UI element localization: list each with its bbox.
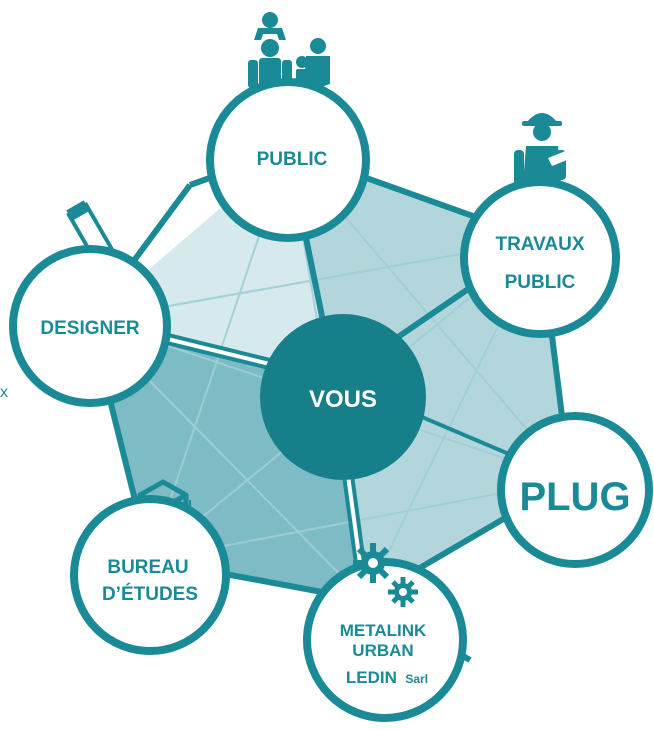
travaux-node: TRAVAUX PUBLIC <box>460 113 620 338</box>
metalink-label-line1: METALINK <box>340 621 427 640</box>
public-label: PUBLIC <box>257 149 328 170</box>
metalink-label-sarl: Sarl <box>405 672 428 686</box>
bureau-label-line1: BUREAU <box>107 557 188 578</box>
center-label: VOUS <box>309 386 377 413</box>
stray-character: x <box>0 384 8 401</box>
public-node: PUBLIC <box>206 12 370 242</box>
metalink-label-line2: URBAN <box>352 641 413 660</box>
designer-label: DESIGNER <box>40 318 140 339</box>
plug-node: PLUG <box>497 412 653 568</box>
travaux-label-line2: PUBLIC <box>505 272 576 293</box>
bureau-node: BUREAU D’ÉTUDES <box>70 479 230 655</box>
travaux-label-line1: TRAVAUX <box>495 234 584 255</box>
gears-icon <box>353 543 418 607</box>
center-node: VOUS <box>260 314 426 480</box>
designer-node: DESIGNER <box>9 200 171 407</box>
bureau-label-line2: D’ÉTUDES <box>102 583 198 605</box>
metalink-label-line3: LEDIN Sarl <box>346 668 428 687</box>
metalink-node: METALINK URBAN LEDIN Sarl <box>303 543 467 722</box>
plug-logo: PLUG <box>519 475 630 519</box>
metalink-label-ledin: LEDIN <box>346 668 397 687</box>
